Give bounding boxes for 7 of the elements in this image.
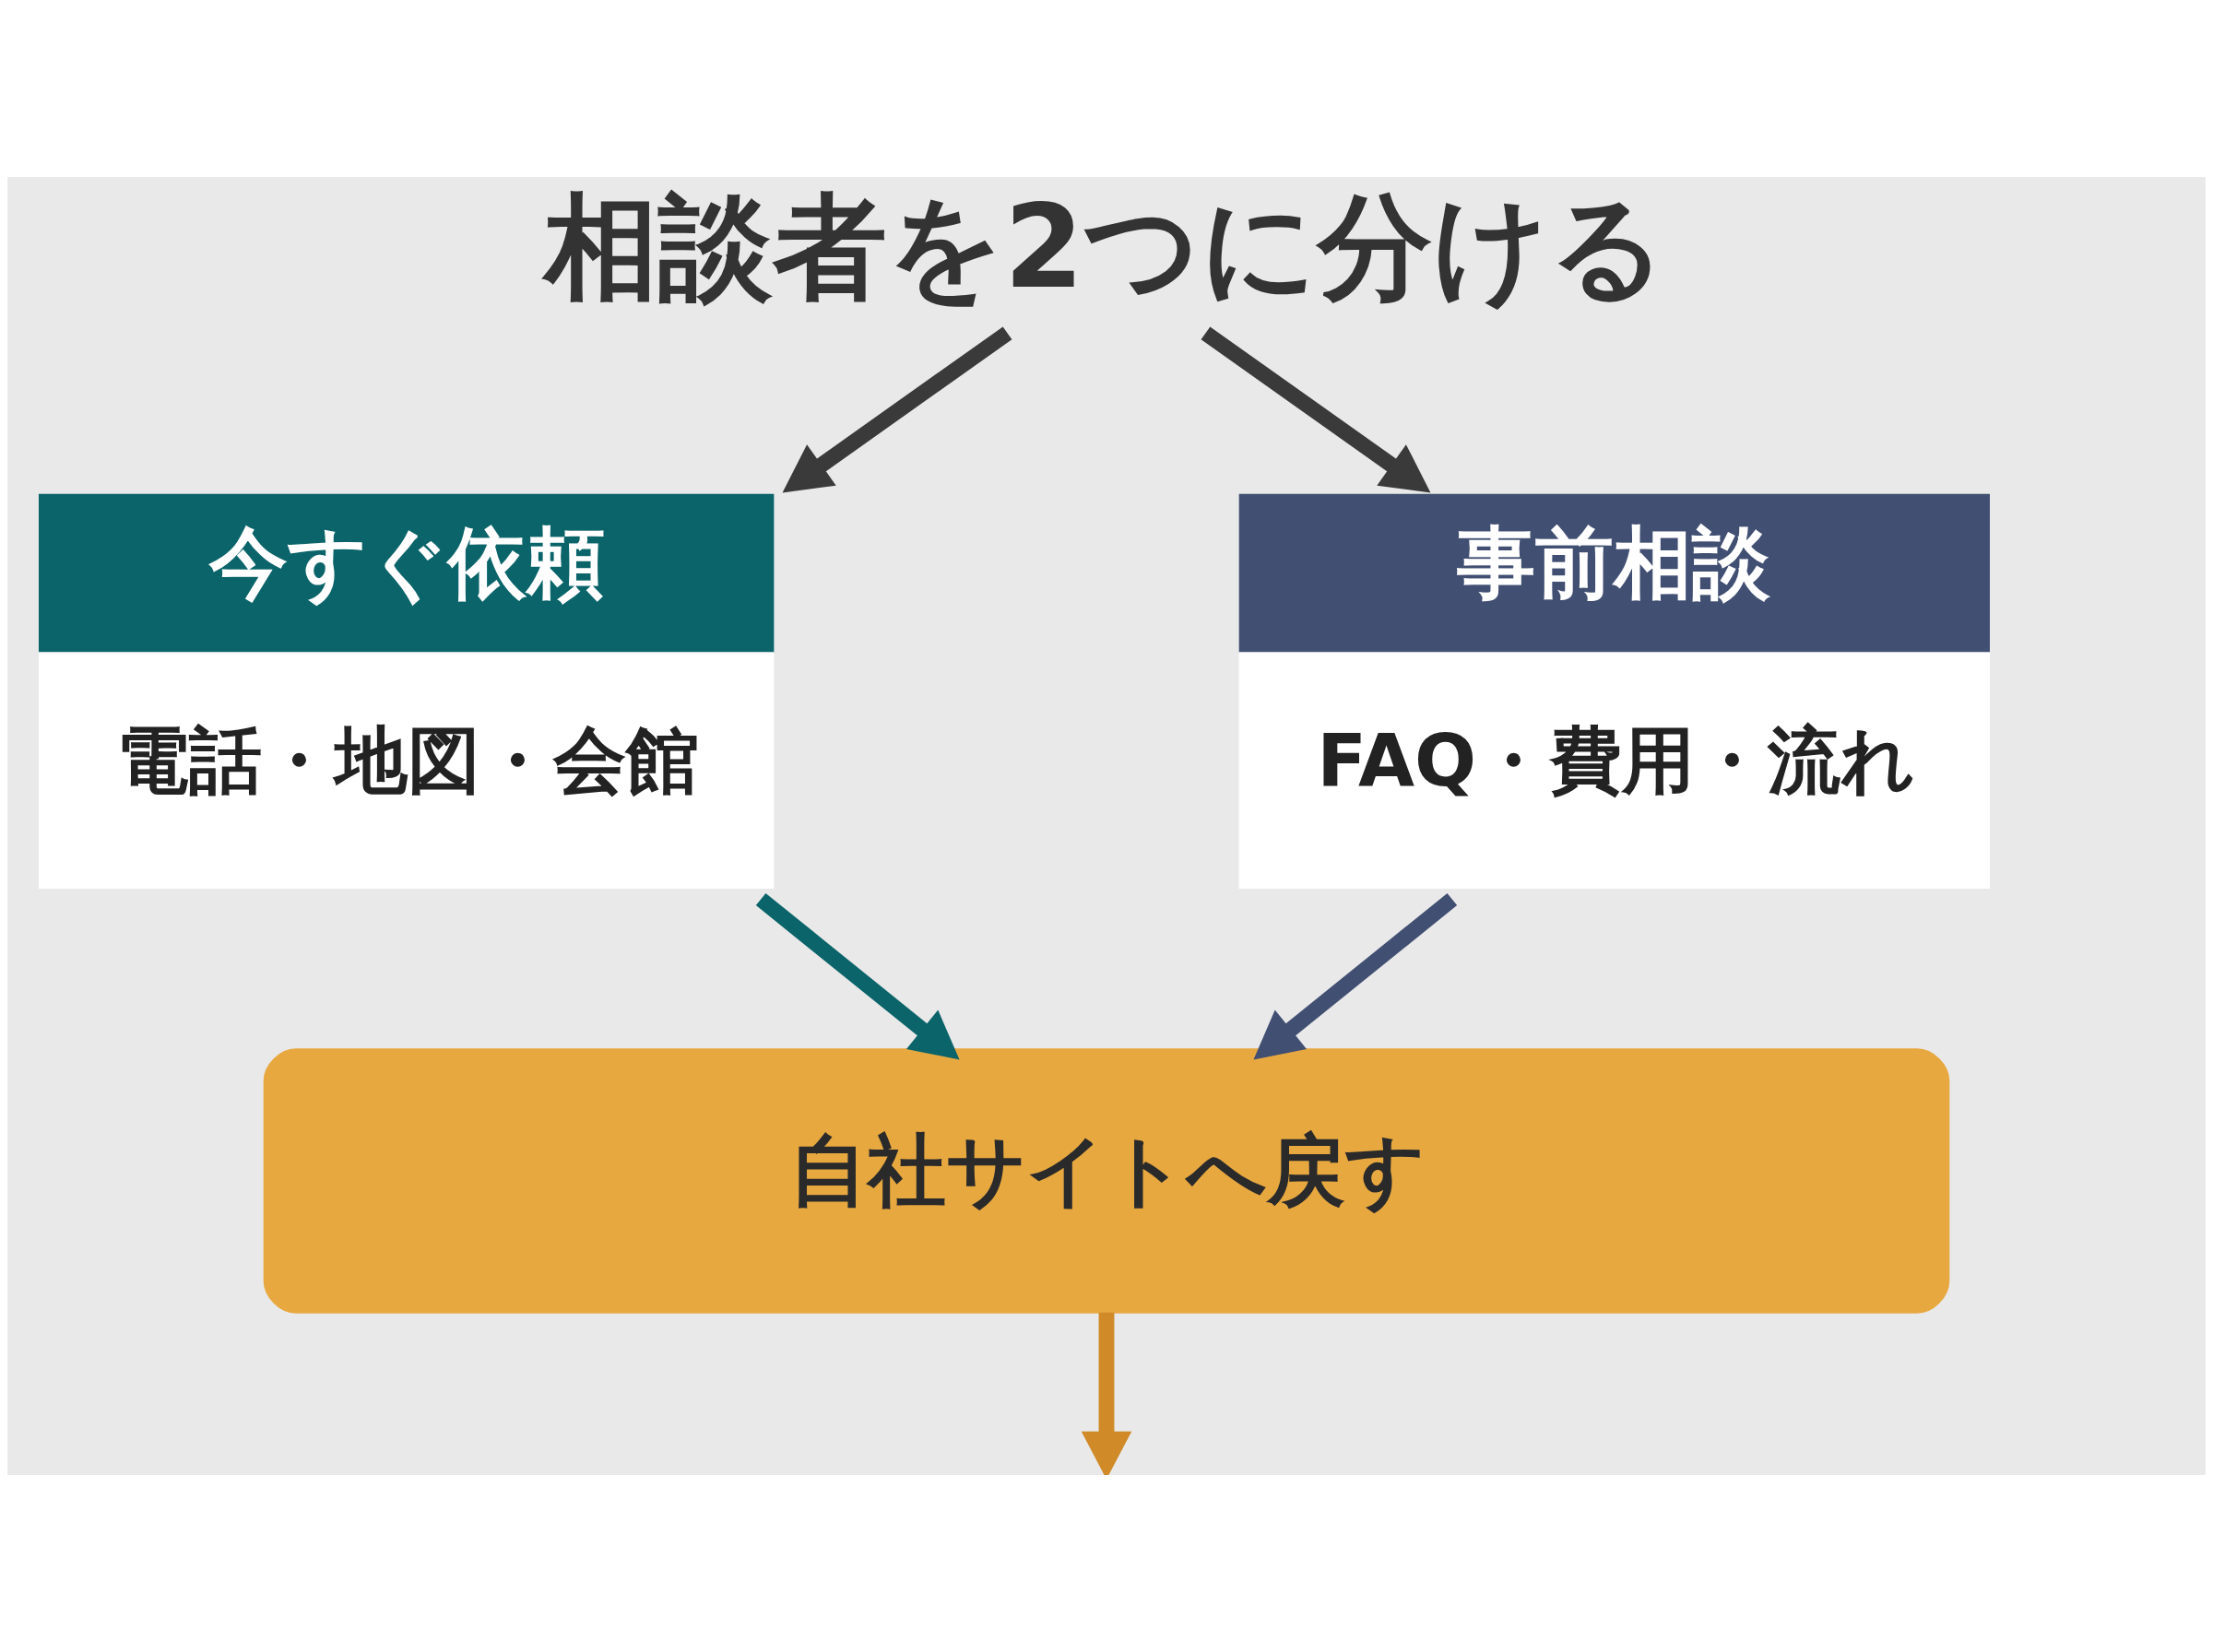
node-box: 自社サイトへ戻す (263, 1048, 1950, 1314)
arrow (1081, 1312, 1132, 1475)
node-text: 相談者を2つに分ける (543, 180, 1667, 313)
arrow (1253, 892, 1458, 1060)
arrow (1201, 326, 1431, 493)
arrow (782, 326, 1012, 493)
arrow (755, 892, 960, 1060)
